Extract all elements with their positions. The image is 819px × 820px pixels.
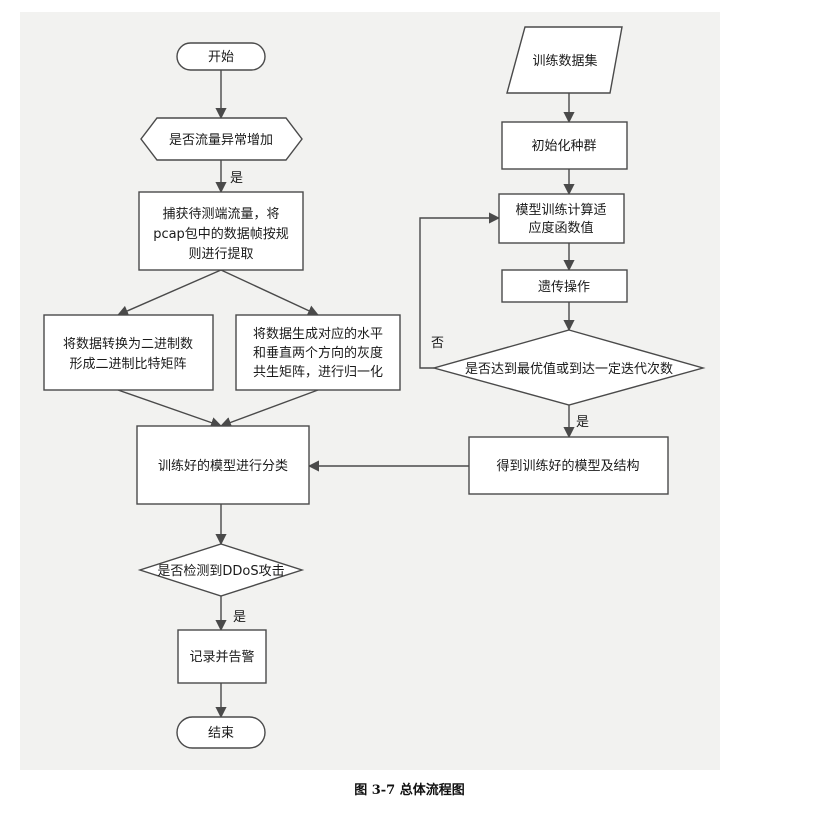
label-optimal-yes: 是 [576,415,589,430]
node-label-line: 是否达到最优值或到达一定迭代次数 [465,361,673,377]
node-label-line: 结束 [208,726,234,741]
node-label-line: 和垂直两个方向的灰度 [253,345,383,361]
node-label-decision-traffic: 是否流量异常增加 [169,133,273,148]
node-capture: 捕获待测端流量，将 pcap包中的数据帧按规则进行提取 [138,191,304,271]
label-ddos-yes: 是 [233,610,246,625]
edge-glcm-to-classify [219,389,319,428]
label-traffic-yes: 是 [230,171,243,186]
node-label-start: 开始 [208,50,234,65]
node-label-line: 遗传操作 [538,279,590,295]
node-fitness: 模型训练计算适应度函数值 [498,193,625,244]
node-label-line: pcap包中的数据帧按规 [153,226,289,242]
node-trained-model: 得到训练好的模型及结构 [468,436,669,495]
node-label-line: 形成二进制比特矩阵 [69,357,186,372]
node-label-convert-binary: 将数据转换为二进制数形成二进制比特矩阵 [63,337,193,372]
node-label-genetic-ops: 遗传操作 [538,279,590,295]
node-label-line: 初始化种群 [531,139,596,154]
node-label-trained-model: 得到训练好的模型及结构 [496,458,639,474]
node-label-line: 记录并告警 [189,649,254,665]
node-dataset: 训练数据集 [506,26,623,94]
node-label-dataset: 训练数据集 [532,53,597,69]
node-label-line: 将数据生成对应的水平 [253,326,383,342]
node-label-line: 应度函数值 [528,220,593,236]
node-start: 开始 [176,42,266,71]
node-label-line: 则进行提取 [188,246,253,262]
node-genetic-ops: 遗传操作 [501,269,628,303]
node-label-init-population: 初始化种群 [531,139,596,154]
node-label-line: 共生矩阵，进行归一化 [253,365,383,380]
edge-capture-to-convert [116,269,222,317]
node-label-line: 捕获待测端流量，将 [162,206,279,222]
figure-caption: 图 3-7 总体流程图 [354,783,465,798]
node-label-end: 结束 [208,726,234,741]
edges [116,70,575,719]
node-label-line: 得到训练好的模型及结构 [496,458,639,474]
node-label-line: 模型训练计算适 [515,203,606,218]
node-traffic-decision: 是否流量异常增加 [140,117,303,161]
node-label-record-alert: 记录并告警 [189,649,254,665]
node-label-line: 开始 [208,50,234,65]
node-label-line: 训练好的模型进行分类 [158,458,288,474]
label-optimal-no: 否 [431,336,444,351]
node-label-line: 将数据转换为二进制数 [63,337,193,352]
edge-convert-to-classify [117,389,223,428]
node-classify: 训练好的模型进行分类 [136,425,310,505]
edge-optimal-no-loop [419,212,501,369]
node-label-classify: 训练好的模型进行分类 [158,458,288,474]
node-label-decision-ddos: 是否检测到DDoS攻击 [157,564,284,579]
node-label-line: 是否流量异常增加 [169,133,273,148]
node-init-population: 初始化种群 [501,121,628,170]
node-ddos-decision: 是否检测到DDoS攻击 [137,543,305,597]
node-label-decision-optimal: 是否达到最优值或到达一定迭代次数 [465,361,673,377]
node-optimal-decision: 是否达到最优值或到达一定迭代次数 [431,329,706,406]
node-label-line: 训练数据集 [532,53,597,69]
node-label-glcm: 将数据生成对应的水平和垂直两个方向的灰度共生矩阵，进行归一化 [253,326,383,380]
node-label-fitness: 模型训练计算适应度函数值 [515,203,606,236]
node-convert-binary: 将数据转换为二进制数形成二进制比特矩阵 [43,314,214,391]
node-glcm: 将数据生成对应的水平和垂直两个方向的灰度共生矩阵，进行归一化 [235,314,401,391]
node-end: 结束 [176,716,266,749]
edge-capture-to-glcm [220,269,320,316]
node-label-line: 是否检测到DDoS攻击 [157,564,284,579]
node-record-alert: 记录并告警 [177,629,267,684]
node-label-capture: 捕获待测端流量，将 pcap包中的数据帧按规则进行提取 [153,206,289,262]
